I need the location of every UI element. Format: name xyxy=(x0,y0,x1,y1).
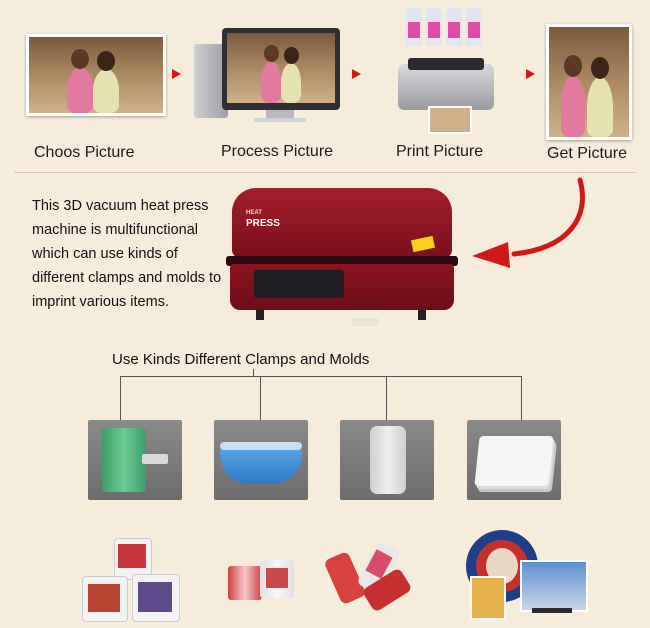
step-label-print: Print Picture xyxy=(396,143,484,160)
machine-brand-small: HEAT xyxy=(246,210,262,216)
printed-cups-image xyxy=(228,556,298,604)
mug-clamp-tile xyxy=(88,420,182,500)
computer-icon xyxy=(194,28,346,124)
heat-press-machine: HEAT PRESS xyxy=(226,182,458,332)
choose-picture-image xyxy=(26,34,166,116)
connector-vertical-main xyxy=(253,369,254,376)
arrow-right-icon xyxy=(352,69,361,79)
bowl-mold-icon xyxy=(220,446,302,484)
section-divider xyxy=(14,172,636,173)
phone-case-mold-tile xyxy=(340,420,434,500)
connector-drop-1 xyxy=(120,376,121,420)
mug-clamp-icon xyxy=(102,428,146,492)
printed-phone-cases-image xyxy=(323,540,422,613)
flat-sheet-mold-icon xyxy=(474,436,554,486)
connector-drop-3 xyxy=(386,376,387,420)
step-label-process: Process Picture xyxy=(221,143,334,160)
step-label-choose: Choos Picture xyxy=(34,144,135,161)
printed-mugs-image xyxy=(80,534,190,624)
step-label-get: Get Picture xyxy=(547,145,628,162)
machine-brand-large: PRESS xyxy=(246,218,280,229)
arrow-right-icon xyxy=(172,69,181,79)
machine-description: This 3D vacuum heat press machine is mul… xyxy=(32,198,222,310)
curved-arrow-icon xyxy=(472,177,585,268)
flat-sheet-mold-tile xyxy=(467,420,561,500)
arrow-right-icon xyxy=(526,69,535,79)
phone-case-mold-icon xyxy=(370,426,406,494)
connector-drop-2 xyxy=(260,376,261,420)
molds-title: Use Kinds Different Clamps and Molds xyxy=(112,351,370,368)
bowl-mold-tile xyxy=(214,420,308,500)
printer-icon xyxy=(392,6,500,134)
control-panel xyxy=(254,270,344,298)
connector-drop-4 xyxy=(521,376,522,420)
get-picture-image xyxy=(546,24,632,140)
connector-horizontal xyxy=(120,376,522,377)
printed-plates-image xyxy=(462,526,592,622)
